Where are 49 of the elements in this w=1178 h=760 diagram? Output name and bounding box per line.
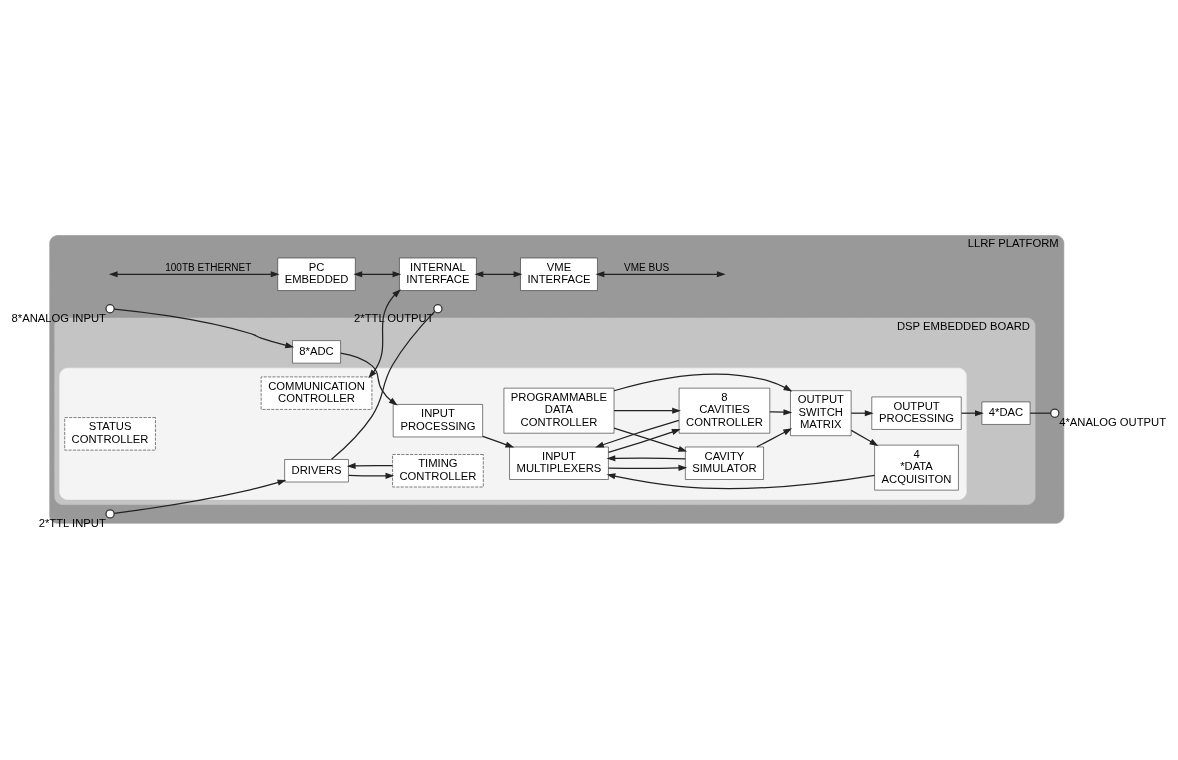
arrow [850, 429, 879, 446]
arrow [613, 373, 793, 392]
node-box: OUTPUT SWITCH MATRIX [790, 389, 852, 436]
arrow [756, 427, 793, 447]
arrow [113, 479, 287, 514]
node-box: 4 *DATA ACQUISITON [874, 444, 959, 490]
arrow [595, 419, 680, 448]
arrow [368, 288, 401, 378]
node-box: TIMING CONTROLLER [392, 453, 484, 487]
node-box: COMMUNICATION CONTROLLER [260, 376, 373, 410]
arrow [108, 270, 280, 277]
arrow [353, 270, 402, 277]
edge-label: 100TB ETHERNET [165, 261, 252, 273]
arrow [613, 427, 688, 452]
arrow [607, 428, 681, 453]
node-box: INPUT MULTIPLEXERS [509, 446, 609, 480]
arrow [613, 407, 681, 414]
arrow [348, 472, 395, 479]
arrow [769, 408, 793, 415]
arrow [482, 435, 515, 448]
connector [1029, 412, 1052, 414]
node-box: STATUS CONTROLLER [64, 416, 156, 450]
node-box: OUTPUT PROCESSING [871, 396, 962, 430]
node-box: PC EMBEDDED [277, 257, 356, 291]
node-box: 8 CAVITIES CONTROLLER [678, 387, 771, 434]
node-label: 2*TTL INPUT [38, 516, 106, 529]
node-circle [105, 508, 115, 519]
arrow [606, 472, 876, 489]
node-box: INPUT PROCESSING [392, 403, 483, 437]
edge-label: VME BUS [624, 261, 670, 273]
arrow [607, 464, 688, 471]
node-box: 8*ADC [292, 339, 341, 363]
node-box: DRIVERS [284, 458, 349, 482]
connector [330, 310, 436, 460]
node-label: 4*ANALOG OUTPUT [1059, 415, 1167, 428]
arrow [595, 270, 726, 277]
node-box: INTERNAL INTERFACE [399, 257, 477, 291]
arrow [340, 351, 398, 405]
node-box: 4*DAC [981, 401, 1031, 425]
arrow [606, 454, 686, 461]
arrow [346, 462, 393, 469]
node-box: VME INTERFACE [520, 257, 598, 291]
arrow [113, 307, 295, 348]
node-box: PROGRAMMABLE DATA CONTROLLER [503, 387, 615, 434]
node-circle [1050, 408, 1060, 418]
arrow [474, 270, 523, 277]
node-circle [433, 303, 443, 313]
node-circle [105, 303, 115, 313]
node-box: CAVITY SIMULATOR [685, 446, 764, 480]
